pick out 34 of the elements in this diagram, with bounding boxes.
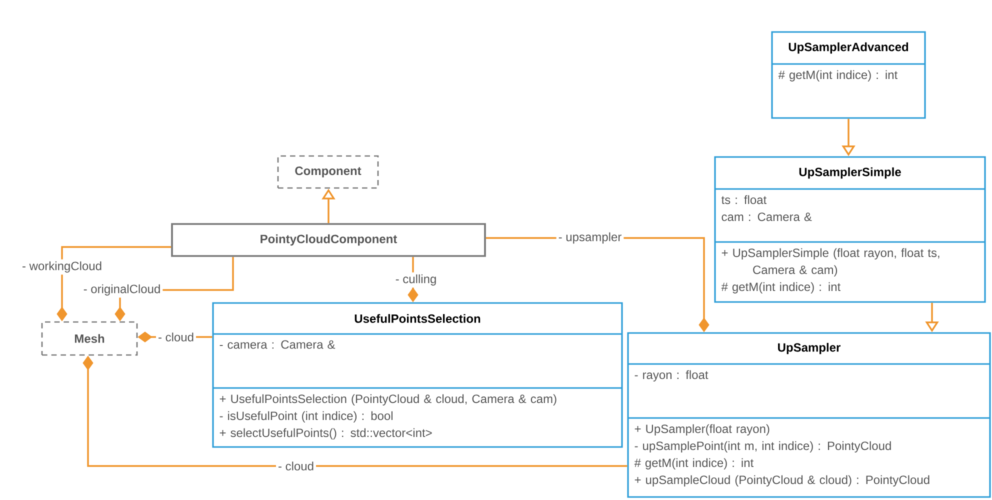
- class-name: PointyCloudComponent: [260, 234, 398, 246]
- member-text: + UpSamplerSimple (float rayon, float ts, Camera & cam): [722, 248, 940, 276]
- member-text: ts : float: [721, 195, 767, 204]
- class-box: [627, 332, 991, 498]
- member-text: + UpSampler(float rayon): [634, 424, 770, 436]
- edge-label: - originalCloud: [81, 282, 163, 298]
- class-name: UpSampler: [778, 342, 840, 354]
- member-text: + selectUsefulPoints() : std::vector<int>: [220, 428, 432, 440]
- class-box: [212, 302, 623, 448]
- class-box: [714, 156, 986, 303]
- class-name: Mesh: [74, 334, 104, 343]
- class-name: UpSamplerSimple: [799, 167, 901, 179]
- member-text: + upSampleCloud (PointyCloud & cloud) : PointyCloud: [634, 475, 930, 486]
- member-text: # getM(int indice) : int: [778, 70, 898, 82]
- member-text: # getM(int indice) : int: [721, 282, 841, 294]
- edge-label: - upsampler: [556, 230, 624, 246]
- edge-label: - workingCloud: [20, 259, 104, 275]
- class-name: UsefulPointsSelection: [354, 314, 480, 323]
- class-box: [171, 223, 486, 257]
- member-text: - rayon : float: [634, 370, 708, 382]
- class-name: UpSamplerAdvanced: [788, 42, 908, 54]
- member-text: cam : Camera &: [722, 212, 812, 222]
- edge-label: - cloud: [156, 330, 196, 344]
- edge-label: - cloud: [276, 460, 316, 472]
- member-text: - isUsefulPoint (int indice) : bool: [220, 411, 392, 422]
- edge-label: - culling: [393, 272, 439, 288]
- member-text: + UsefulPointsSelection (PointyCloud & cloud, Camera & cam): [220, 394, 556, 406]
- class-box: [771, 31, 926, 119]
- class-box: [277, 155, 379, 189]
- class-box: [41, 321, 138, 356]
- member-text: - camera : Camera &: [220, 340, 336, 349]
- member-text: # getM(int indice) : int: [634, 458, 754, 470]
- member-text: - upSamplePoint(int m, int indice) : PointyCloud: [634, 441, 891, 452]
- class-name: Component: [295, 166, 362, 178]
